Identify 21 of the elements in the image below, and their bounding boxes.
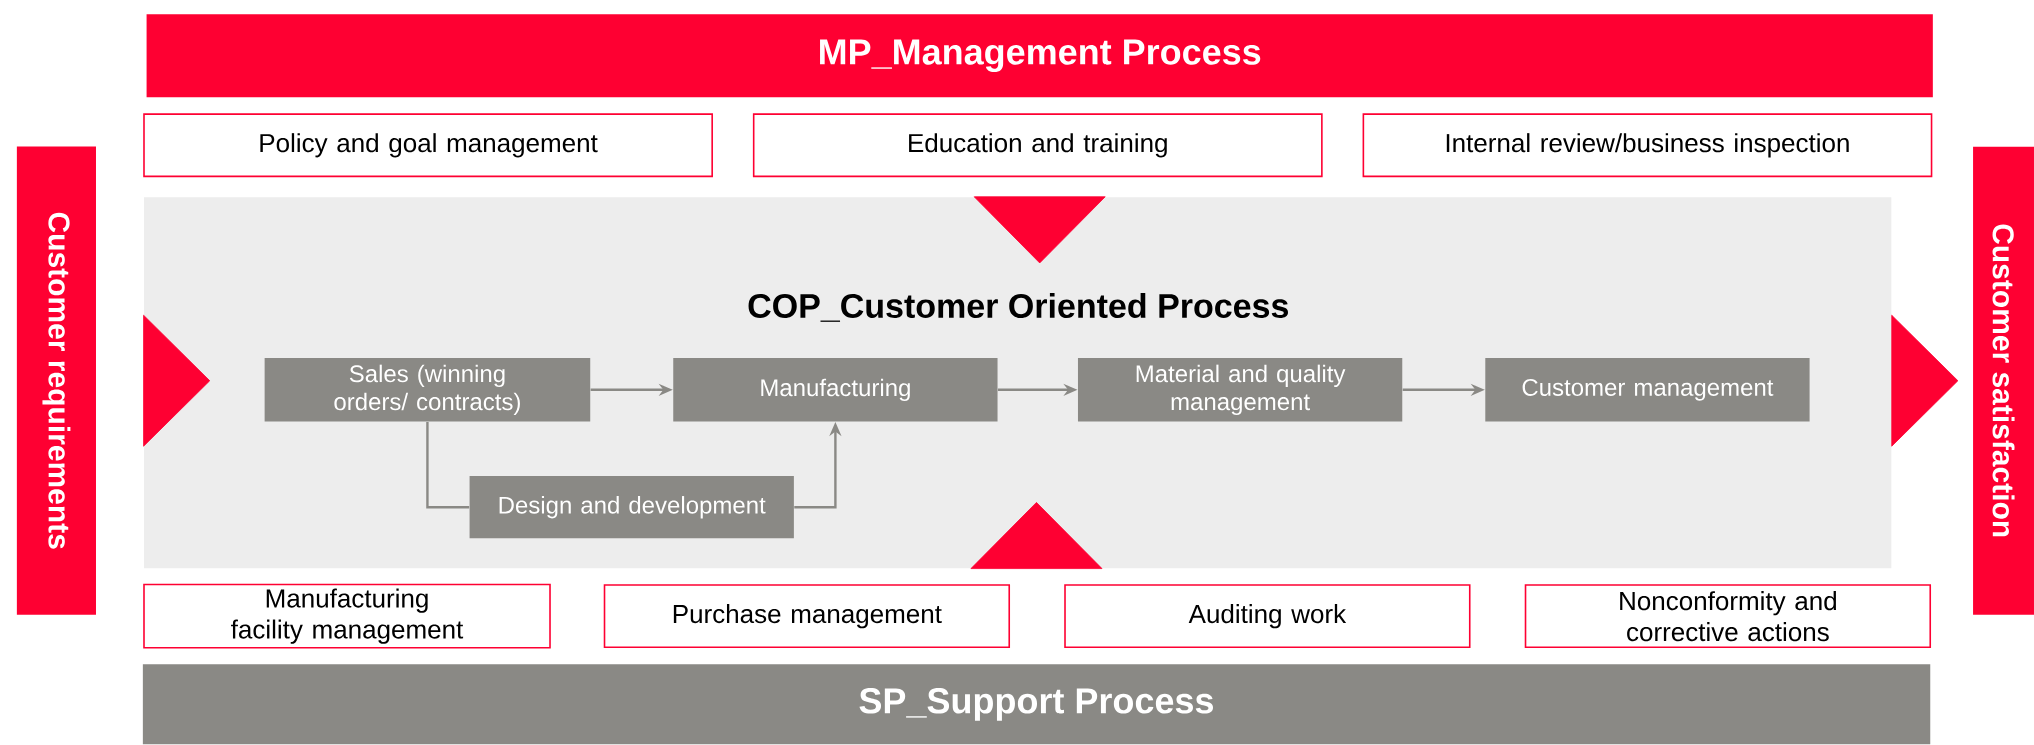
process-box: Education and training — [752, 113, 1323, 178]
chevron-arrow — [143, 315, 211, 447]
process-box: Design and development — [469, 476, 794, 539]
process-box: Auditing work — [1064, 584, 1471, 649]
process-box: Customer management — [1485, 358, 1810, 422]
side-bar: Customer satisfaction — [1973, 146, 2034, 616]
side-bar: Customer requirements — [16, 146, 96, 616]
process-box: Purchase management — [603, 584, 1011, 649]
chevron-arrow — [1891, 315, 1959, 447]
chevron-arrow — [973, 196, 1106, 264]
process-box: Sales (winning orders/ contracts) — [264, 358, 591, 422]
chevron-arrow — [970, 502, 1103, 570]
header-bar: MP_Management Process — [146, 14, 1933, 98]
connector-line — [426, 422, 470, 509]
process-box: Material and quality management — [1077, 358, 1403, 422]
process-box: Nonconformity and corrective actions — [1524, 584, 1932, 649]
process-box: Manufacturing — [673, 358, 998, 422]
footer-bar: SP_Support Process — [142, 664, 1931, 745]
process-box: Manufacturing facility management — [143, 583, 551, 649]
process-box: Internal review/business inspection — [1362, 113, 1933, 178]
process-box: Policy and goal management — [143, 113, 713, 178]
